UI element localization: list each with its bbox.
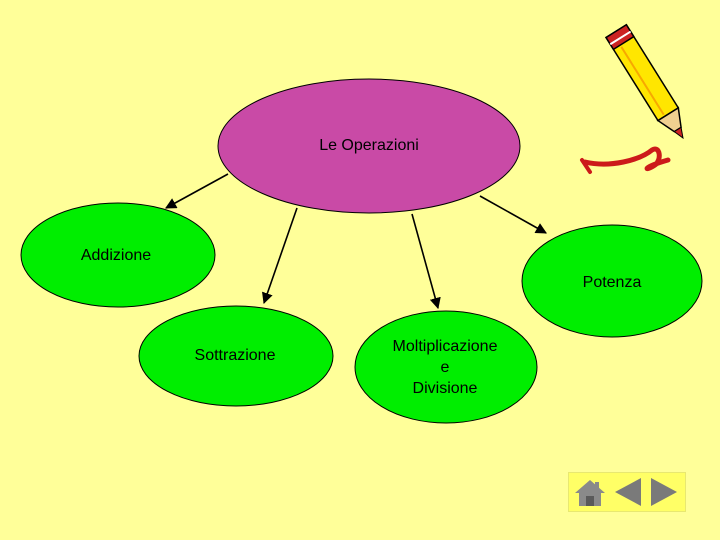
moltiplicazione-label-line3: Divisione [412,380,478,397]
moltiplicazione-label-line2: e [440,359,450,376]
connector-potenza [479,195,547,234]
node-moltiplicazione[interactable] [354,310,538,424]
nav-panel [568,472,686,512]
back-arrow-icon[interactable] [611,476,645,508]
connector-moltiplicazione [411,213,441,310]
potenza-label: Potenza [582,274,642,291]
forward-arrow-icon[interactable] [647,476,681,508]
pencil-icon [580,23,684,174]
node-sottrazione[interactable] [138,305,334,407]
node-addizione[interactable] [20,202,216,308]
addizione-label: Addizione [80,247,152,264]
center-node-label: Le Operazioni [319,137,419,154]
moltiplicazione-label-line1: Moltiplicazione [392,338,498,355]
connector-sottrazione [262,207,298,305]
sottrazione-label: Sottrazione [194,347,276,364]
center-node[interactable] [217,78,521,214]
home-icon[interactable] [573,476,607,508]
node-potenza[interactable] [521,224,703,338]
connector-addizione [165,173,229,209]
